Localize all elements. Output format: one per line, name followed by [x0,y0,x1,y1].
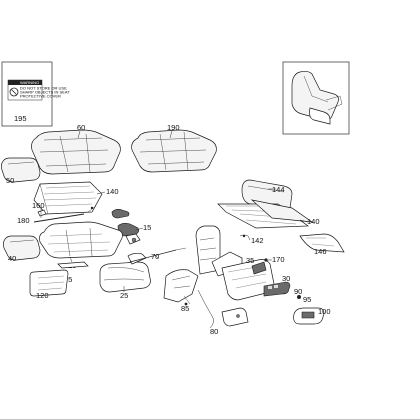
callout-120: 120 [36,291,49,300]
callout-70: 70 [151,252,159,261]
callout-40: 40 [8,254,16,263]
part-170-clip [264,258,272,262]
callout-95: 95 [303,295,311,304]
callout-140-left: 140 [106,187,119,196]
callout-144: 144 [272,185,285,194]
part-15-connector [117,223,141,245]
part-120-mounting-plate [29,269,69,297]
seat-locator-box [282,61,350,135]
warning-line-2: SHARP OBJECTS IN SEAT [20,90,70,95]
callout-50: 50 [6,176,14,185]
part-85-bracket [163,269,199,306]
callout-15: 15 [143,223,151,232]
part-95-connector [297,295,301,299]
callout-35: 35 [246,256,254,265]
callout-146: 146 [314,247,327,256]
callout-85: 85 [181,304,189,313]
seat-thumbnail-icon [291,70,343,125]
part-146-lumbar-pad [299,233,345,253]
callout-142: 142 [251,236,264,245]
callout-30: 30 [282,274,290,283]
part-160-clip [37,208,47,218]
callout-80: 80 [210,327,218,336]
part-90-switch [263,281,291,297]
callout-180: 180 [17,216,30,225]
callout-25: 25 [120,291,128,300]
callout-160: 160 [32,201,45,210]
part-75-bracket [57,261,89,269]
part-60-seat-cushion-cover [31,129,121,175]
callout-195: 195 [14,114,27,123]
callout-75: 75 [64,275,72,284]
part-80-cable-assembly [197,289,249,329]
part-140-heater-mat-right [217,199,314,229]
part-50-bolster-pad [0,157,41,183]
callout-190: 190 [167,123,180,132]
part-140-heater-mat-left [33,181,103,215]
callout-100: 100 [318,307,331,316]
callout-90: 90 [294,287,302,296]
part-70-cable [129,247,187,263]
callout-60: 60 [77,123,85,132]
part-10-seat-foam [39,221,123,259]
part-40-side-pad [2,235,41,261]
warning-line-3: PROTECTIVE COVER [20,94,61,99]
part-142-wiring [239,234,251,241]
warning-label-box: WARNING DO NOT STORE OR USE SHARP OBJECT… [1,61,70,127]
part-25-lower-cover [99,252,151,293]
part-connector-small [111,209,130,219]
callout-140-right: 140 [307,217,320,226]
part-180-rod [33,205,97,223]
part-190-seat-cushion-cover [131,129,217,173]
part-100-trim-cover [293,307,325,325]
warning-heading: WARNING [20,80,39,85]
warning-line-1: DO NOT STORE OR USE [20,86,67,91]
callout-170: 170 [272,255,285,264]
